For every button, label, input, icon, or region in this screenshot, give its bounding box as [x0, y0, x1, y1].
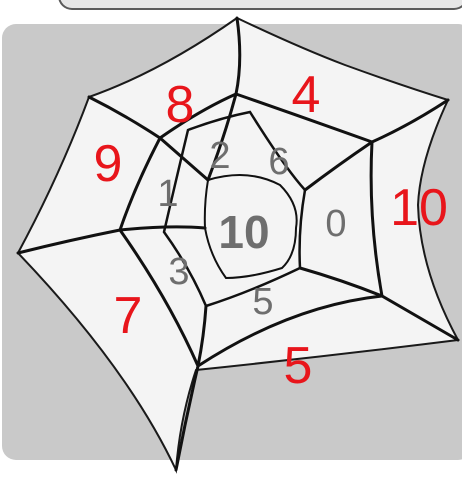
inner-number-3: 3 — [168, 251, 189, 293]
outer-number-8: 8 — [166, 76, 195, 134]
inner-number-1: 1 — [157, 173, 178, 215]
outer-number-5: 5 — [284, 337, 313, 395]
outer-number-7: 7 — [114, 287, 143, 345]
inner-number-6: 6 — [268, 141, 289, 183]
outer-number-4: 4 — [292, 66, 321, 124]
outer-number-10: 10 — [390, 179, 448, 237]
inner-number-5: 5 — [252, 281, 273, 323]
inner-number-2: 2 — [209, 135, 230, 177]
center-number: 10 — [218, 206, 269, 258]
inner-number-0: 0 — [325, 203, 346, 245]
outer-number-9: 9 — [94, 135, 123, 193]
